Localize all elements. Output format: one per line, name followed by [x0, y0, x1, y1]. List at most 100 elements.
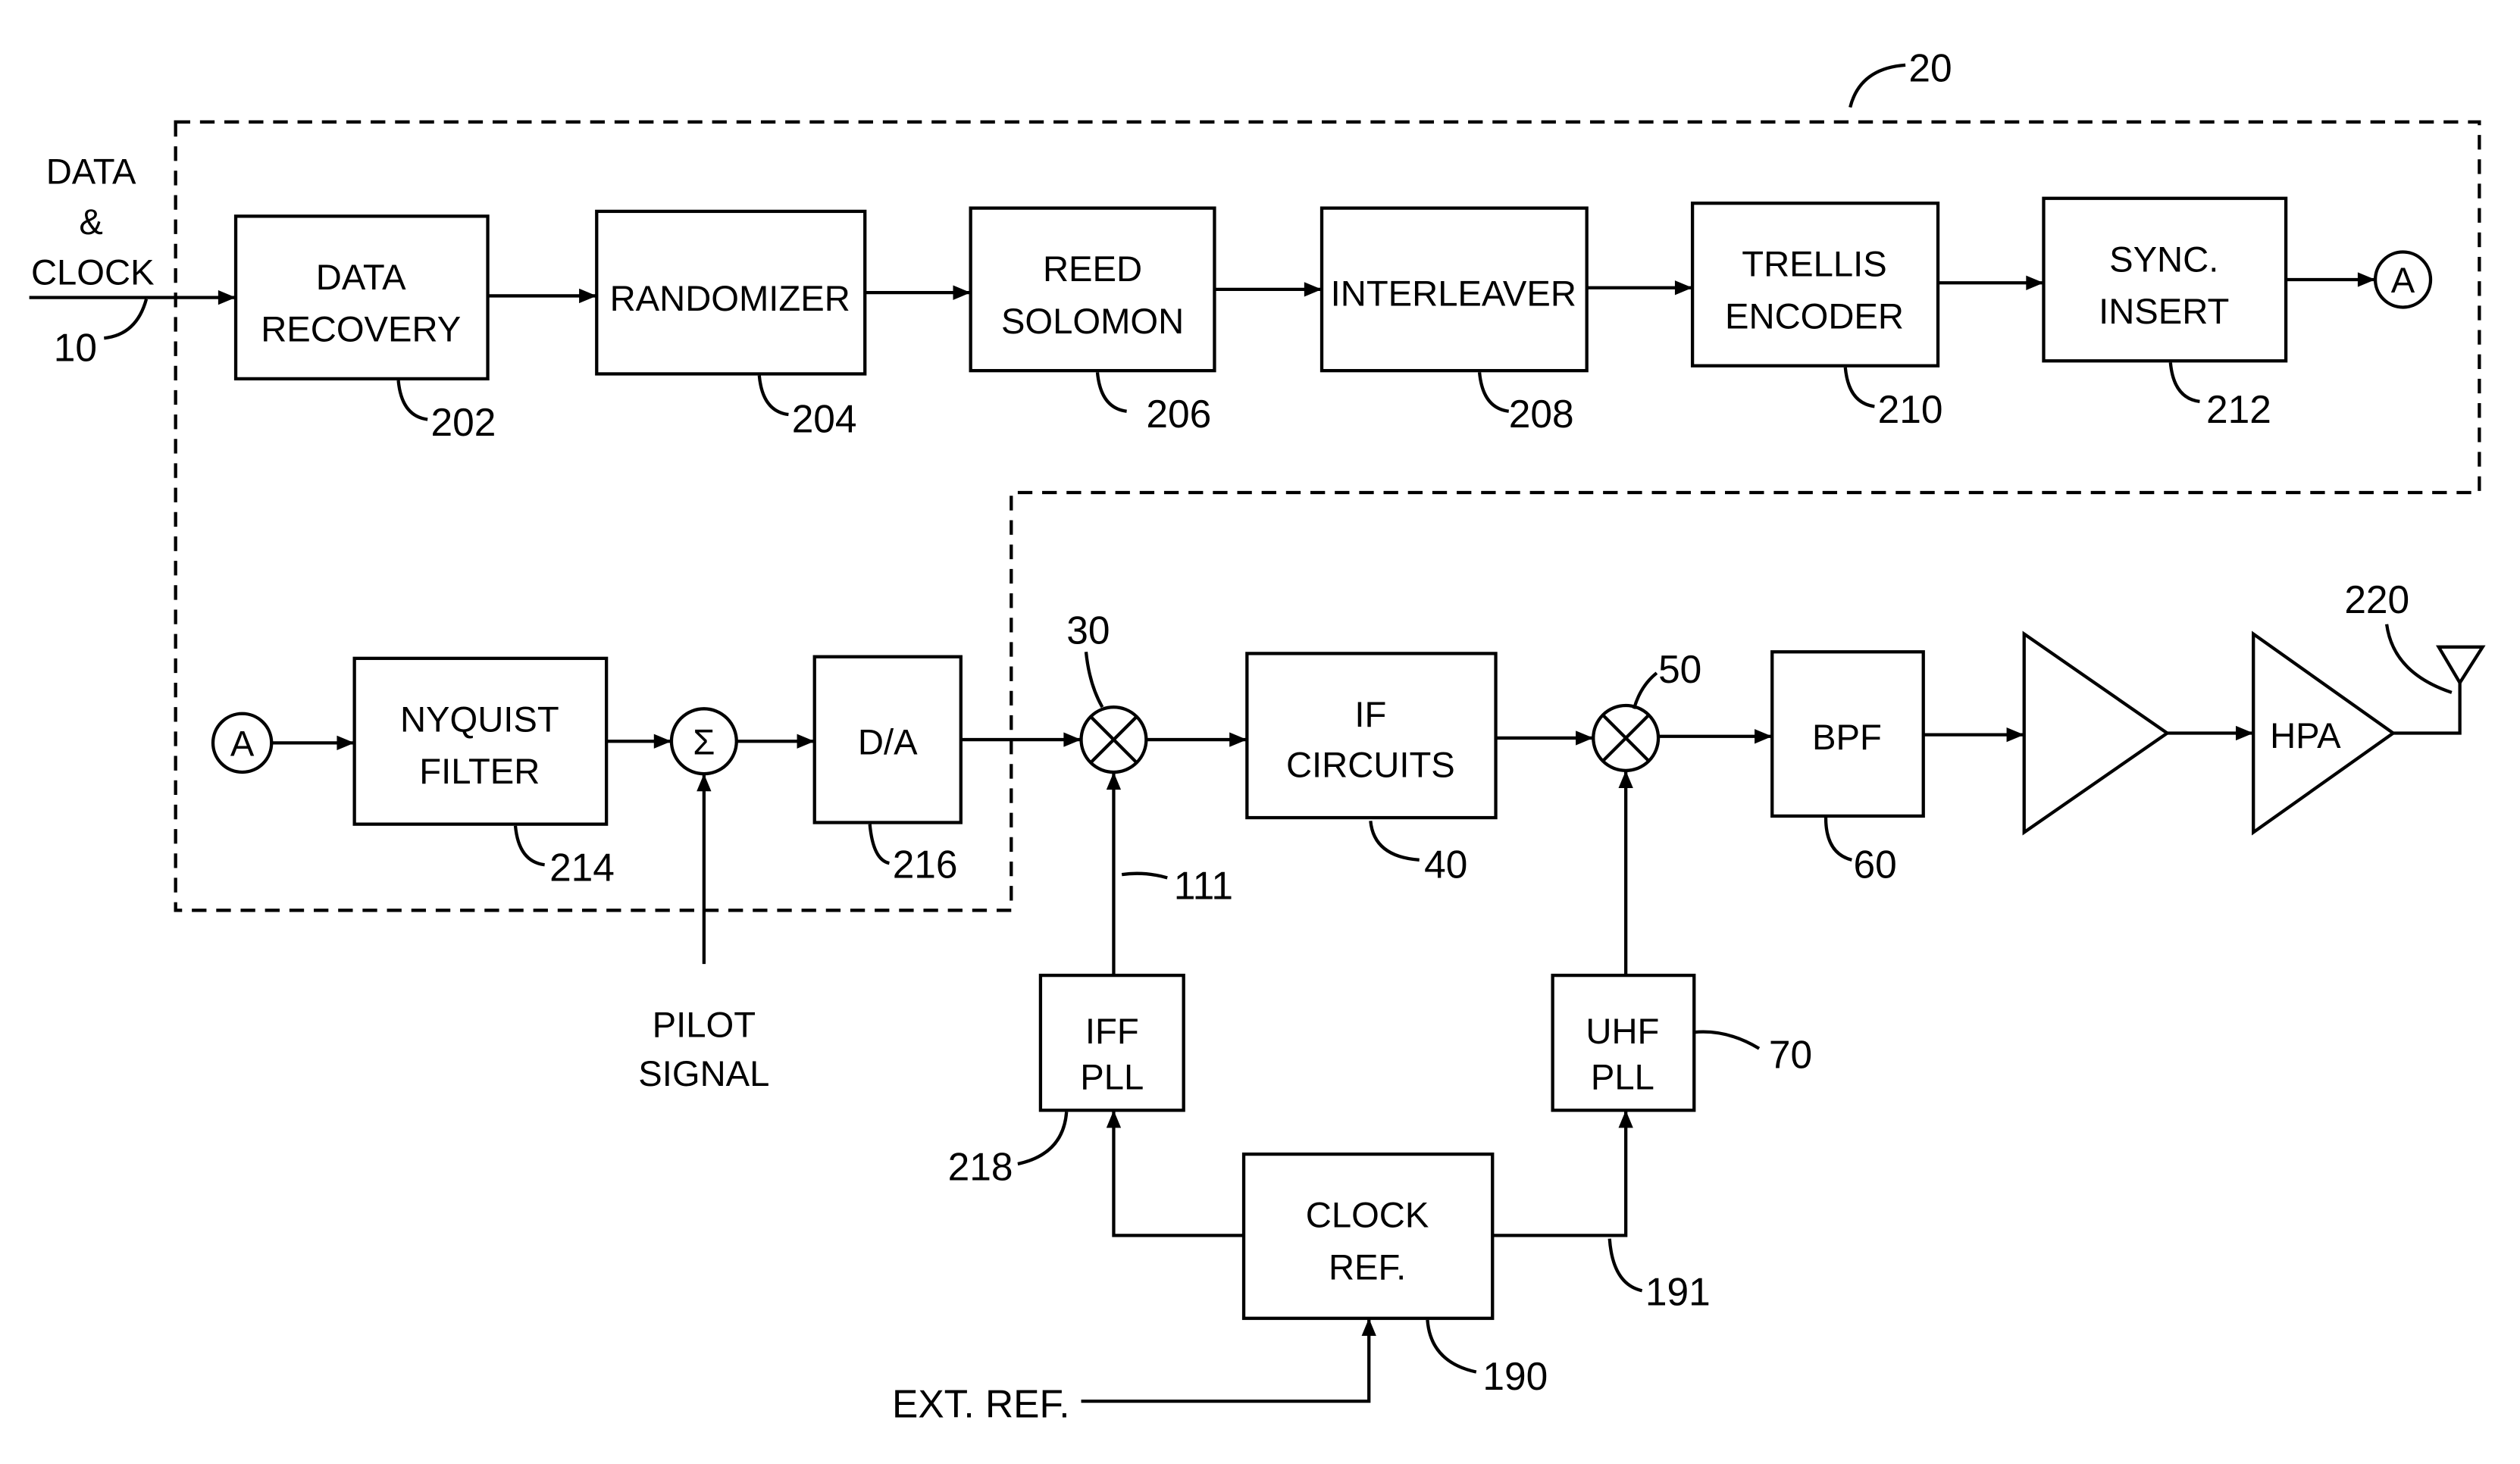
block-clock-ref: CLOCK REF. 190	[1244, 1154, 1548, 1398]
input-label-line-2: &	[79, 202, 102, 242]
leader-220	[2387, 624, 2452, 693]
mixer-30: 30	[1066, 608, 1146, 772]
block-trellis-encoder: TRELLIS ENCODER 210	[1692, 203, 1942, 431]
ref-10: 10	[54, 325, 97, 369]
ref-20: 20	[1908, 45, 1952, 89]
clock-ref-box	[1244, 1154, 1492, 1319]
block-reed-solomon: REED SOLOMON 206	[971, 208, 1215, 436]
reed-solomon-label-2: SOLOMON	[1001, 302, 1184, 342]
block-nyquist-filter: NYQUIST FILTER 214	[355, 658, 615, 890]
leader-212	[2171, 362, 2200, 401]
connector-a-out: A	[2375, 252, 2431, 308]
ref-220: 220	[2344, 577, 2409, 621]
input-label-line-1: DATA	[46, 152, 136, 192]
leader-204	[759, 376, 789, 414]
d-a-label: D/A	[858, 722, 918, 762]
data-recovery-label-2: RECOVERY	[261, 310, 461, 350]
randomizer-label: RANDOMIZER	[610, 279, 850, 319]
leader-214	[515, 826, 545, 865]
block-if-circuits: IF CIRCUITS 40	[1247, 653, 1495, 886]
ext-ref-label: EXT. REF.	[892, 1382, 1070, 1426]
connector-a-in-label: A	[230, 724, 255, 765]
ref-218: 218	[948, 1144, 1013, 1188]
leader-20	[1850, 65, 1905, 108]
connector-a-out-label: A	[2391, 261, 2415, 301]
bpf-label: BPF	[1812, 718, 1882, 758]
input-data-clock: DATA & CLOCK 10	[30, 152, 236, 369]
mixer-50: 50	[1593, 647, 1701, 771]
ref-line-191: 191	[1610, 1239, 1711, 1314]
leader-60	[1826, 818, 1852, 860]
leader-111	[1122, 874, 1167, 878]
ref-212: 212	[2206, 387, 2271, 431]
ref-204: 204	[792, 397, 857, 441]
ref-216: 216	[893, 842, 958, 886]
ref-111: 111	[1174, 863, 1233, 907]
sync-insert-label-2: INSERT	[2099, 292, 2229, 332]
leader-70	[1694, 1032, 1759, 1049]
hpa-label: HPA	[2270, 716, 2341, 756]
ref-210: 210	[1878, 387, 1943, 431]
if-circuits-label-2: CIRCUITS	[1286, 745, 1455, 785]
if-circuits-label-1: IF	[1354, 695, 1386, 735]
clock-ref-label-2: REF.	[1329, 1247, 1406, 1287]
pilot-signal: PILOT SIGNAL	[638, 1006, 769, 1094]
ref-30: 30	[1066, 608, 1110, 652]
nyquist-filter-label-2: FILTER	[419, 752, 540, 792]
reed-solomon-label-1: REED	[1043, 249, 1142, 289]
block-data-recovery: DATA RECOVERY 202	[236, 216, 496, 444]
leader-50	[1634, 673, 1657, 709]
ref-202: 202	[430, 400, 496, 444]
ref-70: 70	[1769, 1032, 1812, 1076]
antenna-220: 220	[2344, 577, 2482, 734]
ref-208: 208	[1509, 392, 1574, 436]
leader-208	[1479, 372, 1509, 411]
arrow-clock-to-uhf-pll	[1492, 1110, 1626, 1235]
pilot-signal-label-1: PILOT	[653, 1006, 756, 1046]
pilot-signal-label-2: SIGNAL	[638, 1054, 769, 1094]
ref-190: 190	[1482, 1354, 1548, 1398]
amplifier	[2024, 634, 2168, 833]
block-iff-pll: IFF PLL 218	[948, 975, 1184, 1188]
sync-insert-label-1: SYNC.	[2109, 239, 2218, 280]
block-uhf-pll: UHF PLL 70	[1553, 975, 1813, 1110]
leader-30	[1086, 652, 1102, 707]
leader-216	[870, 824, 890, 863]
clock-ref-label-1: CLOCK	[1306, 1196, 1429, 1236]
block-sync-insert: SYNC. INSERT 212	[2043, 199, 2286, 431]
amplifier-triangle	[2024, 634, 2168, 833]
arrow-clock-to-iff-pll	[1113, 1110, 1244, 1235]
nyquist-filter-label-1: NYQUIST	[400, 699, 559, 740]
lo-line-111: 111	[1122, 863, 1233, 907]
nyquist-filter-box	[355, 658, 606, 824]
leader-40	[1370, 821, 1419, 859]
ref-40: 40	[1424, 842, 1467, 886]
trellis-encoder-label-2: ENCODER	[1725, 296, 1904, 336]
hpa: HPA	[2253, 634, 2393, 833]
ref-206: 206	[1146, 392, 1211, 436]
block-randomizer: RANDOMIZER 204	[596, 211, 865, 441]
ext-ref: EXT. REF.	[892, 1319, 1369, 1426]
leader-202	[399, 380, 428, 419]
ref-214: 214	[549, 846, 615, 890]
block-interleaver: INTERLEAVER 208	[1322, 208, 1587, 436]
interleaver-label: INTERLEAVER	[1331, 274, 1576, 314]
if-circuits-box	[1247, 653, 1495, 818]
leader-191	[1610, 1239, 1642, 1291]
summer: Σ	[671, 709, 737, 774]
iff-pll-label-2: PLL	[1080, 1057, 1144, 1097]
leader-10	[104, 299, 146, 338]
arrow-ext-ref-to-clock	[1082, 1319, 1370, 1401]
leader-190	[1427, 1320, 1476, 1372]
leader-210	[1845, 368, 1875, 406]
ref-50: 50	[1658, 647, 1701, 691]
block-d-a: D/A 216	[815, 657, 961, 887]
leader-218	[1018, 1112, 1066, 1164]
summer-symbol: Σ	[693, 722, 715, 762]
block-bpf: BPF 60	[1772, 652, 1924, 886]
connector-a-in: A	[213, 714, 271, 772]
leader-206	[1097, 372, 1127, 411]
antenna-icon	[2439, 647, 2483, 683]
ref-191: 191	[1645, 1270, 1711, 1314]
